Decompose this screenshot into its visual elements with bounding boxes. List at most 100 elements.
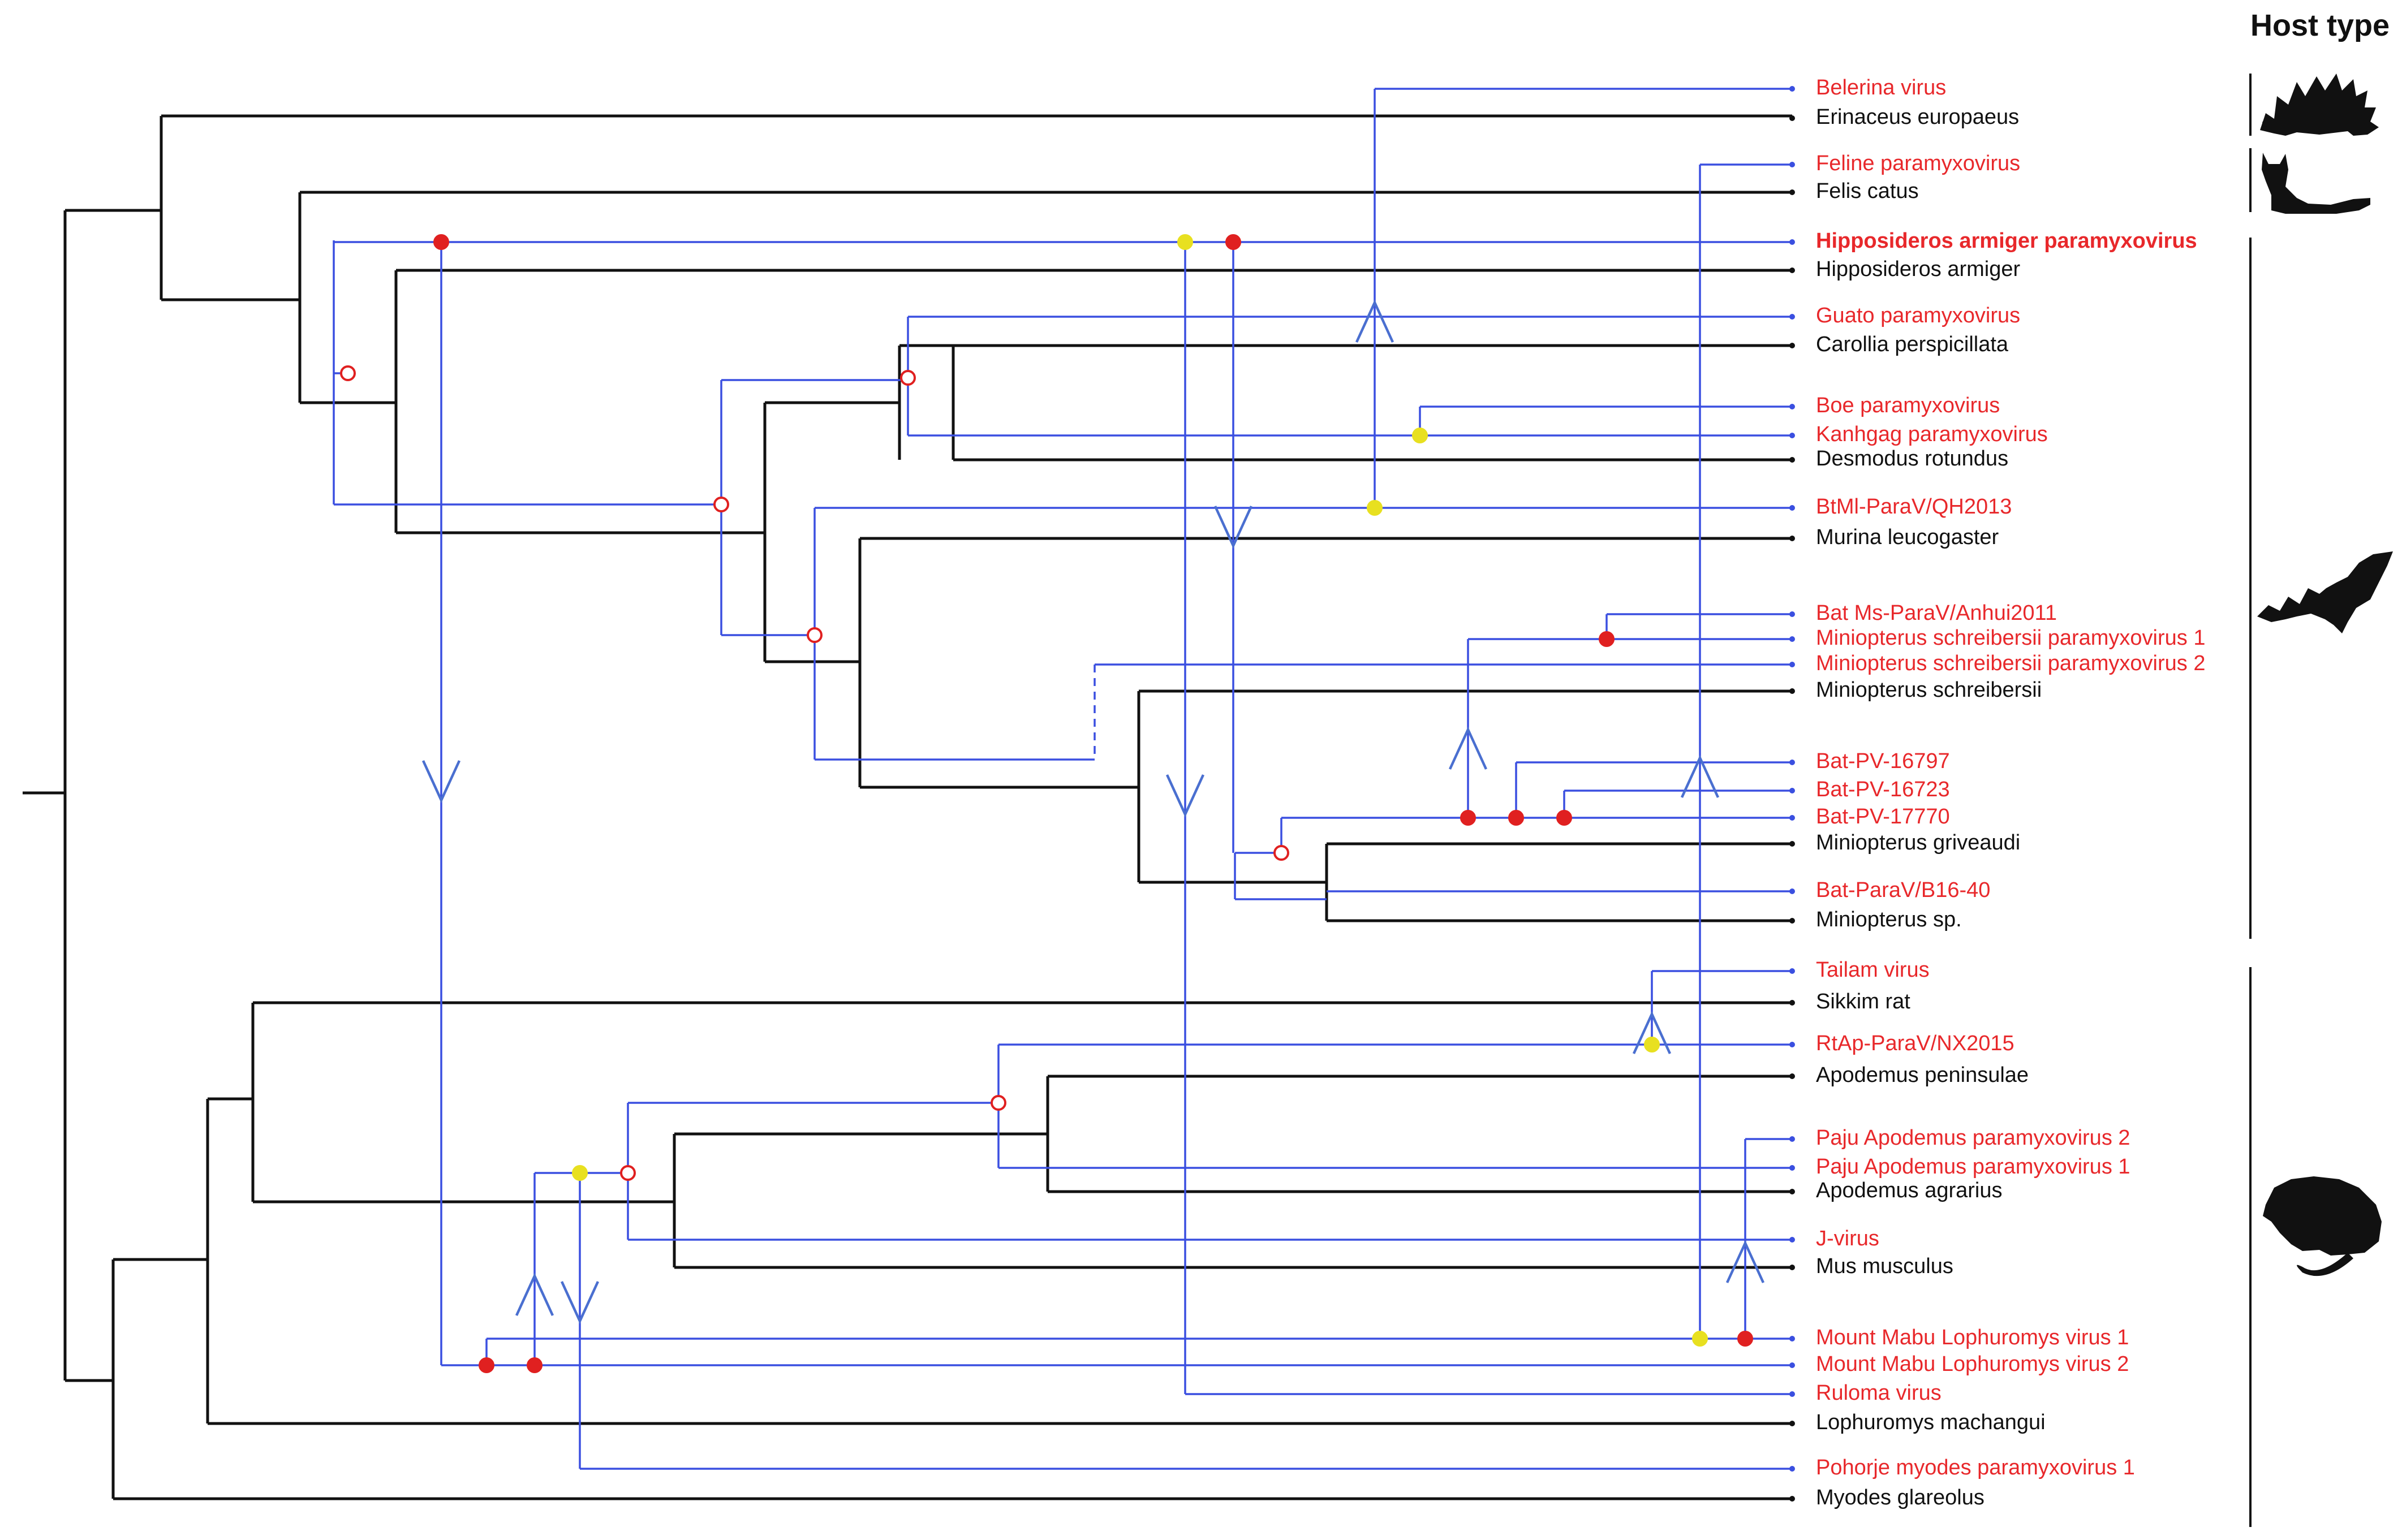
host-label: Mus musculus <box>1816 1254 1953 1278</box>
event-nodes <box>340 234 1753 1373</box>
leaf-tip <box>1789 688 1795 694</box>
transfer-arrow-up <box>1448 726 1488 770</box>
virus-label: Pohorje myodes paramyxovirus 1 <box>1816 1456 2135 1479</box>
duplication-node <box>1460 810 1476 826</box>
leaf-tip <box>1789 815 1795 821</box>
virus-label: Mount Mabu Lophuromys virus 1 <box>1816 1326 2129 1349</box>
leaf-tip <box>1789 536 1795 541</box>
leaf-tip <box>1789 1042 1795 1047</box>
duplication-node <box>527 1357 543 1373</box>
virus-label: Bat-PV-16723 <box>1816 778 1950 801</box>
duplication-node <box>1225 234 1241 250</box>
virus-label: Tailam virus <box>1816 958 1930 982</box>
transfer-arrow-up <box>1725 1240 1765 1283</box>
cospeciation-node <box>340 365 356 381</box>
virus-label: Hipposideros armiger paramyxovirus <box>1816 229 2197 253</box>
virus-label: Boe paramyxovirus <box>1816 394 2000 417</box>
transfer-arrow-down <box>421 760 461 804</box>
leaf-tip <box>1789 1336 1795 1341</box>
host-label: Apodemus agrarius <box>1816 1179 2003 1202</box>
duplication-node <box>479 1357 494 1373</box>
virus-label: Paju Apodemus paramyxovirus 2 <box>1816 1126 2130 1150</box>
virus-label: Guato paramyxovirus <box>1816 304 2021 327</box>
host-type-header: Host type <box>2250 8 2390 42</box>
leaf-tip <box>1789 1136 1795 1142</box>
virus-label: J-virus <box>1816 1227 1879 1250</box>
cospeciation-node <box>1273 845 1289 861</box>
switch-node <box>1177 234 1193 250</box>
leaf-tip <box>1789 457 1795 463</box>
transfer-arrow-up <box>1355 299 1394 343</box>
transfer-arrow-down <box>560 1281 600 1325</box>
host-tree <box>23 114 1792 1500</box>
virus-label: Miniopterus schreibersii paramyxovirus 2 <box>1816 652 2206 675</box>
cat-silhouette-icon <box>2262 153 2370 214</box>
host-label: Murina leucogaster <box>1816 525 1999 549</box>
leaf-tip <box>1789 968 1795 974</box>
host-label: Erinaceus europaeus <box>1816 105 2020 129</box>
leaf-tip <box>1789 1000 1795 1006</box>
virus-label: RtAp-ParaV/NX2015 <box>1816 1032 2014 1055</box>
host-label: Hipposideros armiger <box>1816 257 2021 281</box>
cospeciation-node <box>713 497 729 512</box>
leaf-tip <box>1789 662 1795 667</box>
leaf-tip <box>1789 888 1795 894</box>
leaf-tip <box>1789 1189 1795 1194</box>
leaf-tip <box>1789 918 1795 924</box>
leaf-tip <box>1789 1165 1795 1171</box>
cospeciation-node <box>620 1165 636 1181</box>
virus-label: Paju Apodemus paramyxovirus 1 <box>1816 1155 2130 1179</box>
transfer-arrow-down <box>1213 506 1253 549</box>
virus-label: Miniopterus schreibersii paramyxovirus 1 <box>1816 626 2206 650</box>
leaf-tip <box>1789 788 1795 793</box>
leaf-tip <box>1789 86 1795 92</box>
host-label: Lophuromys machangui <box>1816 1410 2046 1434</box>
leaf-tip <box>1789 505 1795 511</box>
virus-label: Bat-PV-16797 <box>1816 749 1950 773</box>
virus-tree <box>333 88 1792 1470</box>
host-label: Felis catus <box>1816 179 1919 203</box>
cospeciation-node <box>900 370 916 386</box>
switch-node <box>1644 1037 1660 1052</box>
leaf-tip <box>1789 1496 1795 1502</box>
virus-label: Kanhgag paramyxovirus <box>1816 422 2048 446</box>
host-label: Myodes glareolus <box>1816 1486 1985 1509</box>
virus-label: Mount Mabu Lophuromys virus 2 <box>1816 1352 2129 1376</box>
host-label: Miniopterus griveaudi <box>1816 831 2021 855</box>
host-label: Sikkim rat <box>1816 990 1910 1013</box>
duplication-node <box>1556 810 1572 826</box>
rodent-silhouette-icon <box>2263 1176 2382 1276</box>
virus-label: Bat Ms-ParaV/Anhui2011 <box>1816 601 2057 625</box>
leaf-tip <box>1789 841 1795 847</box>
transfer-arrow-down <box>1165 774 1205 818</box>
leaf-tip <box>1789 189 1795 195</box>
bat-silhouette-icon <box>2257 551 2393 633</box>
leaf-tip <box>1789 760 1795 765</box>
virus-label: BtMl-ParaV/QH2013 <box>1816 495 2012 519</box>
leaf-tip <box>1789 1073 1795 1079</box>
leaf-tip <box>1789 433 1795 438</box>
duplication-node <box>1737 1331 1753 1347</box>
leaf-tip <box>1789 314 1795 320</box>
transfer-arrow-up <box>1680 754 1720 798</box>
cospeciation-node <box>991 1095 1006 1111</box>
switch-node <box>1692 1331 1708 1347</box>
leaf-tip <box>1789 239 1795 245</box>
transfer-arrow-up <box>1632 1011 1672 1054</box>
host-silhouettes <box>2257 74 2393 1276</box>
transfer-arrow-up <box>515 1272 554 1316</box>
leaf-tip <box>1789 1421 1795 1426</box>
duplication-node <box>1599 631 1615 647</box>
leaf-tip <box>1789 1466 1795 1472</box>
host-label: Miniopterus sp. <box>1816 908 1962 931</box>
leaf-tip <box>1789 1391 1795 1397</box>
switch-node <box>572 1165 588 1181</box>
host-label: Apodemus peninsulae <box>1816 1063 2029 1087</box>
leaf-tip <box>1789 1237 1795 1243</box>
host-label: Carollia perspicillata <box>1816 333 2009 356</box>
virus-label: Feline paramyxovirus <box>1816 152 2021 175</box>
leaf-tip <box>1789 1362 1795 1368</box>
leaf-tip <box>1789 404 1795 409</box>
virus-label: Ruloma virus <box>1816 1381 1942 1405</box>
